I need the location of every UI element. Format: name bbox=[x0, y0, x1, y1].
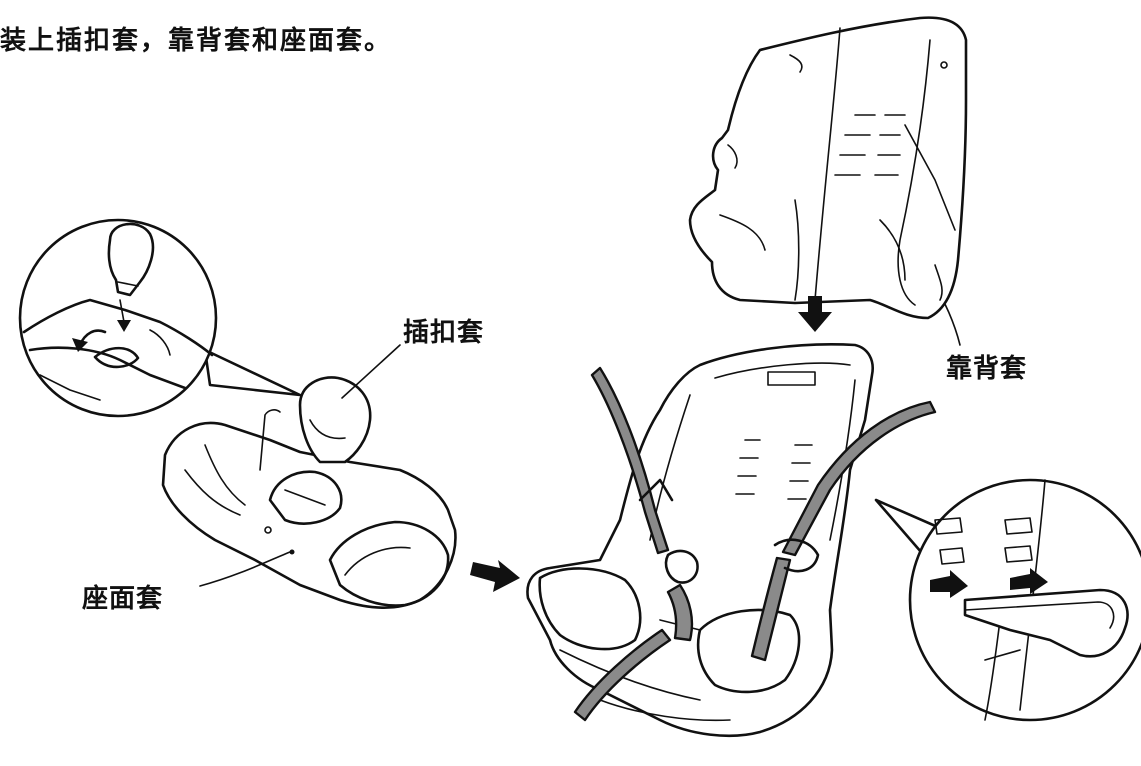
seat-cover-label: 座面套 bbox=[82, 584, 164, 614]
back-cover-illustration bbox=[688, 16, 968, 320]
buckle-cover-label: 插扣套 bbox=[403, 318, 485, 348]
buckle-detail-callout bbox=[18, 218, 302, 418]
seat-cover-leader bbox=[199, 551, 291, 587]
instruction-title: 装上插扣套，靠背套和座面套。 bbox=[0, 26, 393, 56]
buckle-cover-leader bbox=[341, 344, 401, 399]
back-cover-label: 靠背套 bbox=[946, 354, 1028, 384]
car-seat-illustration bbox=[526, 343, 874, 738]
seat-cover-illustration bbox=[161, 376, 457, 609]
direction-arrow-down bbox=[798, 296, 832, 332]
direction-arrow-right bbox=[470, 560, 520, 592]
seat-belts bbox=[573, 366, 937, 722]
harness-detail-callout bbox=[874, 478, 1141, 722]
